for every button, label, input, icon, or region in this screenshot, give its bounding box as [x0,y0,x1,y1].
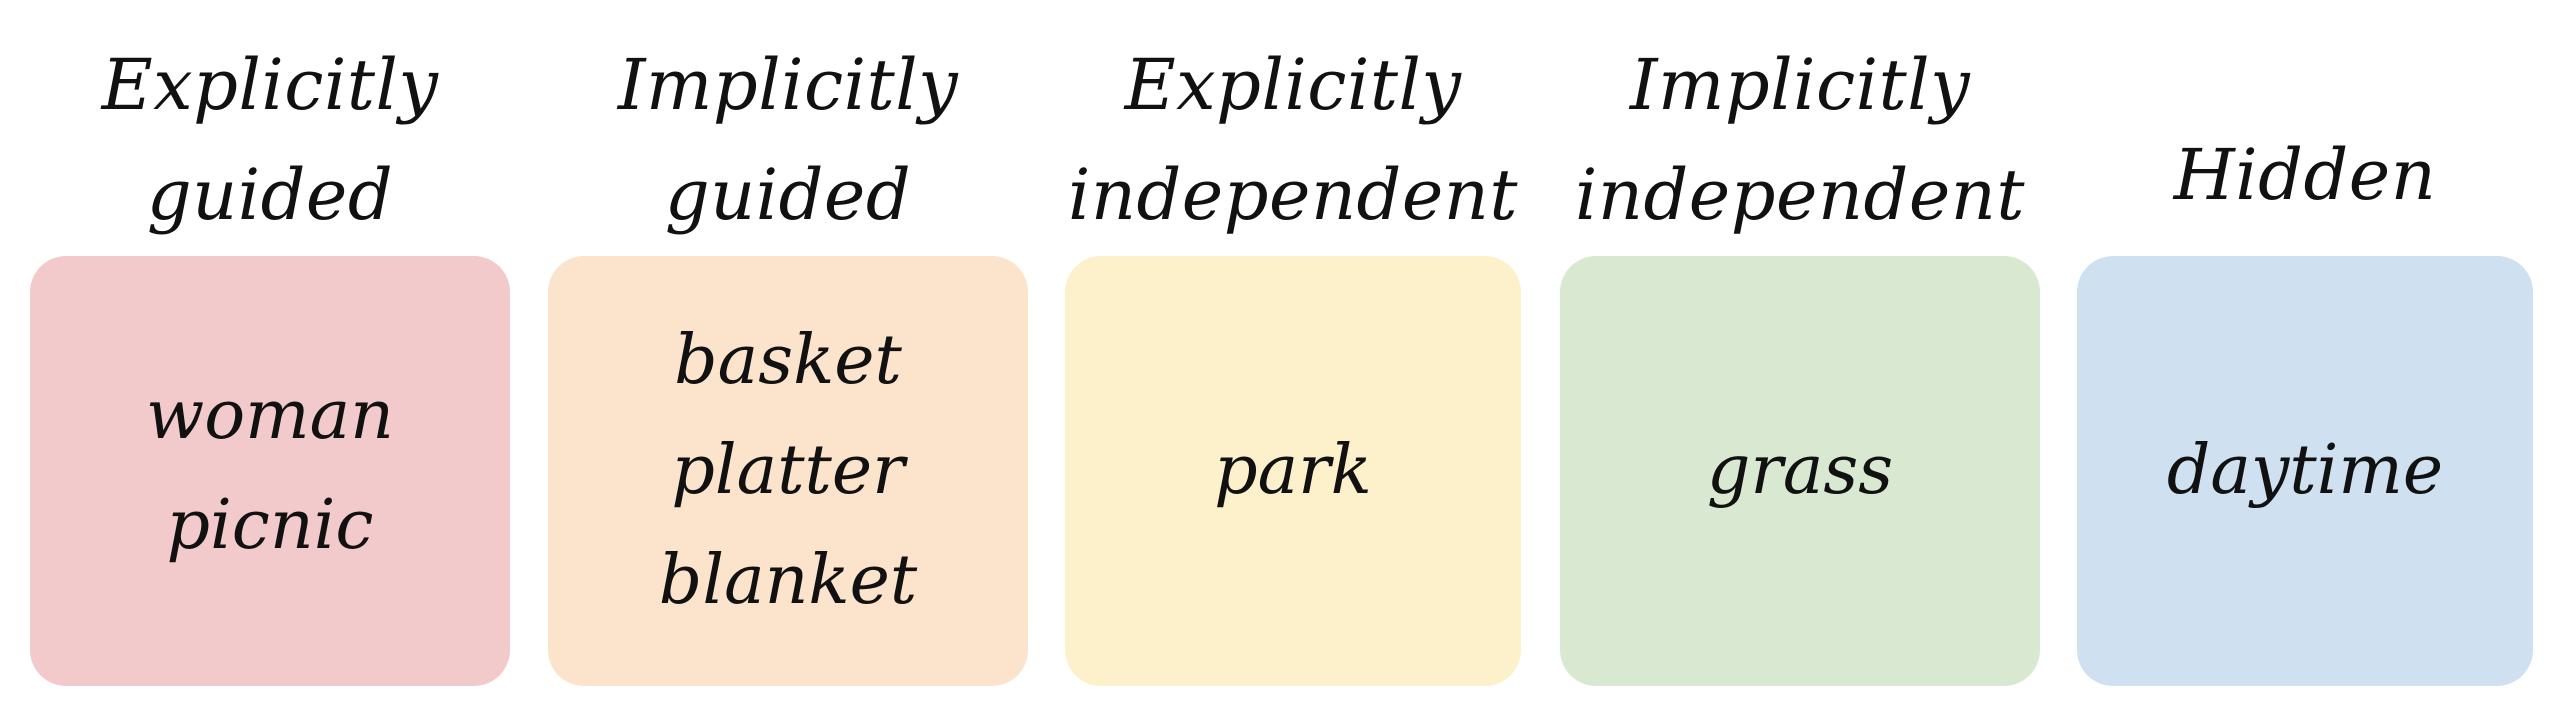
category-box: grass [1560,256,2040,686]
object-word: park [1214,431,1372,510]
heading-line: independent [1068,154,1518,236]
heading-line: Explicitly [101,44,439,126]
category-heading: Implicitly guided [548,30,1028,236]
heading-line: Explicitly [1124,44,1462,126]
object-word: picnic [166,486,374,565]
object-word: grass [1706,431,1894,510]
category-heading: Explicitly independent [1065,30,1521,236]
category-heading: Hidden [2077,20,2533,230]
heading-line: Implicitly [617,44,959,126]
heading-line: guided [664,154,912,236]
object-word: basket [674,321,902,400]
heading-line: Hidden [2173,134,2437,216]
category-box: woman picnic [30,256,510,686]
object-word: platter [671,431,905,510]
object-word: woman [146,376,394,455]
heading-line: guided [146,154,394,236]
category-heading: Implicitly independent [1560,30,2040,236]
category-box: basket platter blanket [548,256,1028,686]
category-heading: Explicitly guided [30,30,510,236]
category-box: daytime [2077,256,2533,686]
object-word: daytime [2166,431,2444,510]
heading-line: Implicitly [1629,44,1971,126]
category-box: park [1065,256,1521,686]
heading-line: independent [1575,154,2025,236]
object-word: blanket [658,541,918,620]
